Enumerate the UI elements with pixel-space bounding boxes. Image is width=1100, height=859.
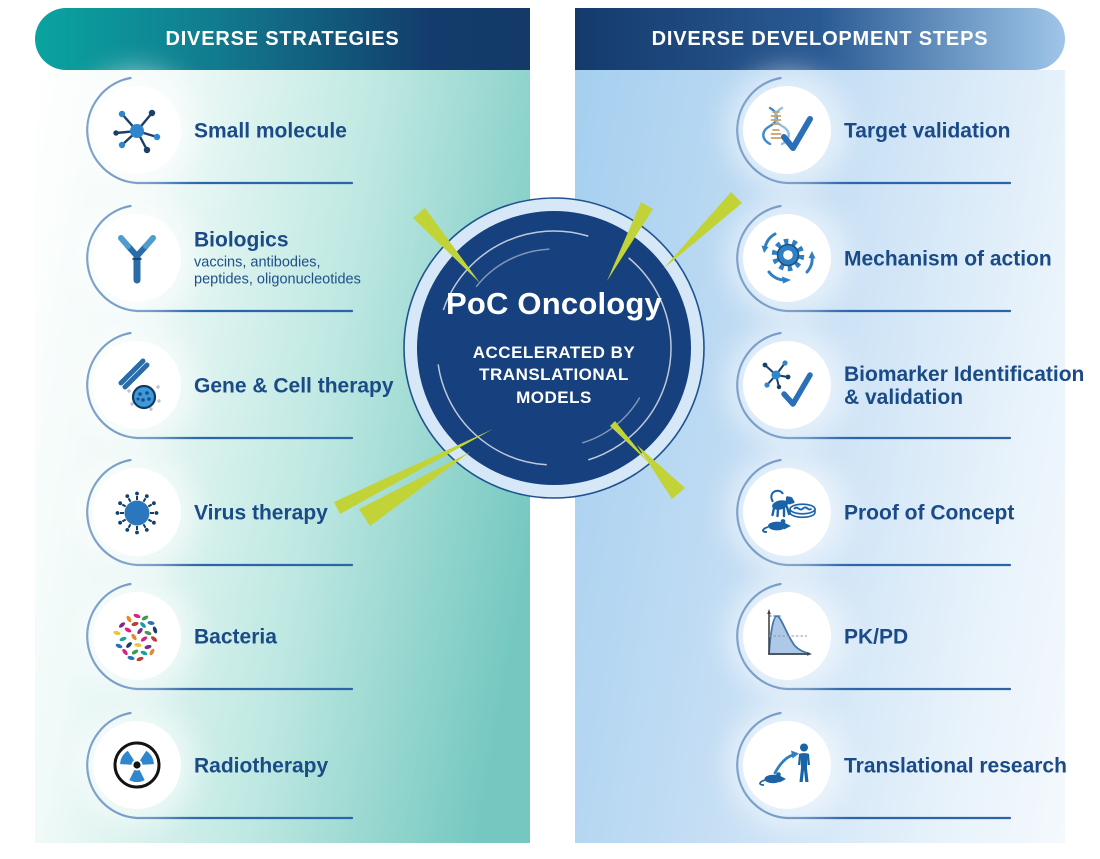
item-arc xyxy=(736,712,1012,820)
item-arc xyxy=(86,583,354,691)
item-label: Target validation xyxy=(844,119,1011,143)
item-arc xyxy=(86,77,354,185)
item-label: Biologics xyxy=(194,228,289,252)
step-item-pkpd: PK/PD xyxy=(734,583,1014,691)
step-item-mechanism-of-action: Mechanism of action xyxy=(734,205,1052,313)
strategies-header-label: DIVERSE STRATEGIES xyxy=(165,27,400,50)
item-label: Virus therapy xyxy=(194,501,328,525)
icon-circle xyxy=(743,592,831,680)
item-label: Proof of Concept xyxy=(844,501,1015,525)
icon-circle xyxy=(93,341,181,429)
gear-cycle-icon xyxy=(761,232,816,284)
mouse-to-human-icon xyxy=(759,743,810,786)
strategies-header: DIVERSE STRATEGIES xyxy=(35,8,530,70)
antibody-icon xyxy=(118,235,156,284)
item-arc xyxy=(86,205,354,313)
item-label: Small molecule xyxy=(194,119,347,143)
step-item-target-validation: Target validation xyxy=(734,77,1014,185)
icon-circle xyxy=(743,214,831,302)
strategy-item-small-molecule: Small molecule xyxy=(84,77,364,185)
icon-circle xyxy=(93,468,181,556)
molecule-icon xyxy=(113,109,161,154)
pk-curve-icon xyxy=(767,609,812,656)
center-title: PoC Oncology xyxy=(446,286,662,321)
icon-circle xyxy=(743,468,831,556)
strategy-item-virus-therapy: Virus therapy xyxy=(84,459,364,567)
radiotherapy-icon xyxy=(113,741,161,789)
biomarker-check-icon xyxy=(762,360,813,407)
item-sublabel: vaccins, antibodies, peptides, oligonucl… xyxy=(194,254,361,289)
virus-icon xyxy=(115,491,159,535)
item-label: Biomarker Identification xyxy=(844,362,1085,386)
step-item-translational-research: Translational research xyxy=(734,712,1067,820)
icon-circle xyxy=(743,721,831,809)
item-arc xyxy=(736,77,1012,185)
icon-circle xyxy=(743,341,831,429)
item-label: Radiotherapy xyxy=(194,754,329,778)
icon-circle xyxy=(93,214,181,302)
development-header-label: DIVERSE DEVELOPMENT STEPS xyxy=(651,27,989,50)
dna-check-icon xyxy=(762,106,813,151)
icon-circle xyxy=(93,86,181,174)
item-label: PK/PD xyxy=(844,625,909,649)
item-arc xyxy=(86,459,354,567)
item-arc xyxy=(86,332,354,440)
gene-cell-icon xyxy=(118,358,161,411)
bacteria-icon xyxy=(113,613,158,662)
item-label-line2: & validation xyxy=(844,386,964,409)
development-header: DIVERSE DEVELOPMENT STEPS xyxy=(575,8,1065,70)
item-arc xyxy=(736,459,1012,567)
center-subtitle: ACCELERATED BY TRANSLATIONAL MODELS xyxy=(472,343,636,407)
strategy-item-biologics: Biologics vaccins, antibodies, peptides,… xyxy=(84,205,364,313)
icon-circle xyxy=(93,592,181,680)
center-text: PoC Oncology ACCELERATED BY TRANSLATIONA… xyxy=(404,286,704,409)
item-label: Bacteria xyxy=(194,625,277,649)
item-label: Mechanism of action xyxy=(844,247,1052,271)
icon-circle xyxy=(743,86,831,174)
item-label: Translational research xyxy=(844,754,1067,778)
item-arc xyxy=(736,332,1012,440)
icon-circle xyxy=(93,721,181,809)
strategy-item-gene-cell-therapy: Gene & Cell therapy xyxy=(84,332,394,440)
step-item-biomarker: Biomarker Identification & validation xyxy=(734,332,1084,440)
strategy-item-radiotherapy: Radiotherapy xyxy=(84,712,364,820)
item-arc xyxy=(86,712,354,820)
animal-models-icon xyxy=(762,489,816,533)
step-item-proof-of-concept: Proof of Concept xyxy=(734,459,1014,567)
item-arc xyxy=(736,583,1012,691)
strategy-item-bacteria: Bacteria xyxy=(84,583,364,691)
item-label: Gene & Cell therapy xyxy=(194,374,394,398)
